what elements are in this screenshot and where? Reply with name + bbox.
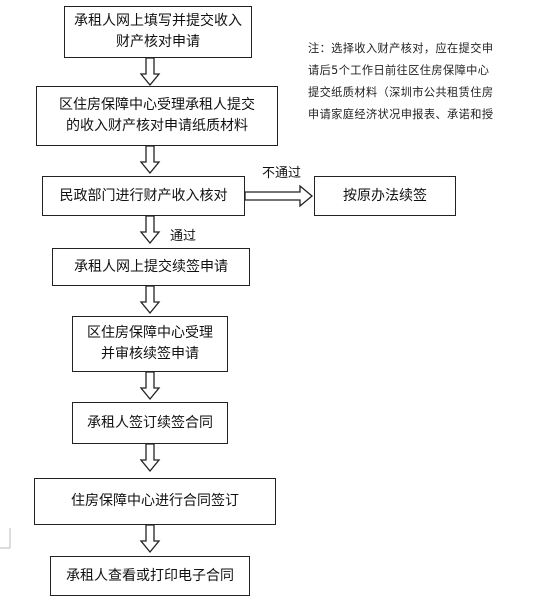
arrow-step3-to-step4 (140, 215, 160, 244)
arrow-step1-to-step2 (140, 57, 160, 86)
step-submit-application: 承租人网上填写并提交收入 财产核对申请 (64, 6, 252, 58)
pass-label: 通过 (170, 229, 197, 244)
step-district-center-accept-materials: 区住房保障中心受理承租人提交 的收入财产核对申请纸质材料 (36, 86, 278, 146)
step-sign-renewal-contract: 承租人签订续签合同 (72, 402, 228, 444)
step-center-contract-signing: 住房保障中心进行合同签订 (34, 478, 276, 525)
note-line-3: 提交纸质材料（深圳市公共租赁住房 (308, 86, 494, 99)
note-text: 注：选择收入财产核对，应在提交申 请后5个工作日前往区住房保障中心 提交纸质材料… (308, 38, 532, 126)
arrow-step7-to-step8 (140, 524, 160, 553)
step-view-print-e-contract: 承租人查看或打印电子合同 (50, 556, 250, 596)
step-1-line-1: 承租人网上填写并提交收入 (74, 13, 242, 29)
step-2-line-1: 区住房保障中心受理承租人提交 (59, 97, 255, 113)
step-8-text: 承租人查看或打印电子合同 (66, 567, 234, 584)
side-box-text: 按原办法续签 (343, 187, 427, 204)
step-4-text: 承租人网上提交续签申请 (74, 258, 228, 275)
note-line-4: 申请家庭经济状况申报表、承诺和授 (308, 108, 494, 121)
step-6-text: 承租人签订续签合同 (87, 414, 213, 431)
step-5-line-1: 区住房保障中心受理 (87, 325, 213, 341)
note-line-2: 请后5个工作日前往区住房保障中心 (308, 64, 490, 77)
arrow-step6-to-step7 (140, 443, 160, 472)
arrow-step4-to-step5 (140, 285, 160, 314)
arrow-fail-to-side-box (244, 184, 314, 208)
step-7-text: 住房保障中心进行合同签订 (71, 493, 239, 509)
note-line-1: 注：选择收入财产核对，应在提交申 (308, 42, 494, 55)
step-district-center-review-renewal: 区住房保障中心受理 并审核续签申请 (72, 316, 228, 372)
step-civil-affairs-verification: 民政部门进行财产收入核对 (42, 176, 245, 216)
step-1-line-2: 财产核对申请 (116, 34, 200, 50)
step-2-line-2: 的收入财产核对申请纸质材料 (66, 118, 248, 134)
corner-mark (0, 528, 11, 549)
step-5-line-2: 并审核续签申请 (101, 346, 199, 362)
arrow-step2-to-step3 (140, 145, 160, 174)
arrow-step5-to-step6 (140, 371, 160, 400)
step-3-text: 民政部门进行财产收入核对 (59, 187, 228, 204)
fail-label: 不通过 (262, 166, 302, 181)
side-box-original-renewal: 按原办法续签 (314, 176, 456, 216)
step-submit-renewal-online: 承租人网上提交续签申请 (52, 248, 250, 286)
